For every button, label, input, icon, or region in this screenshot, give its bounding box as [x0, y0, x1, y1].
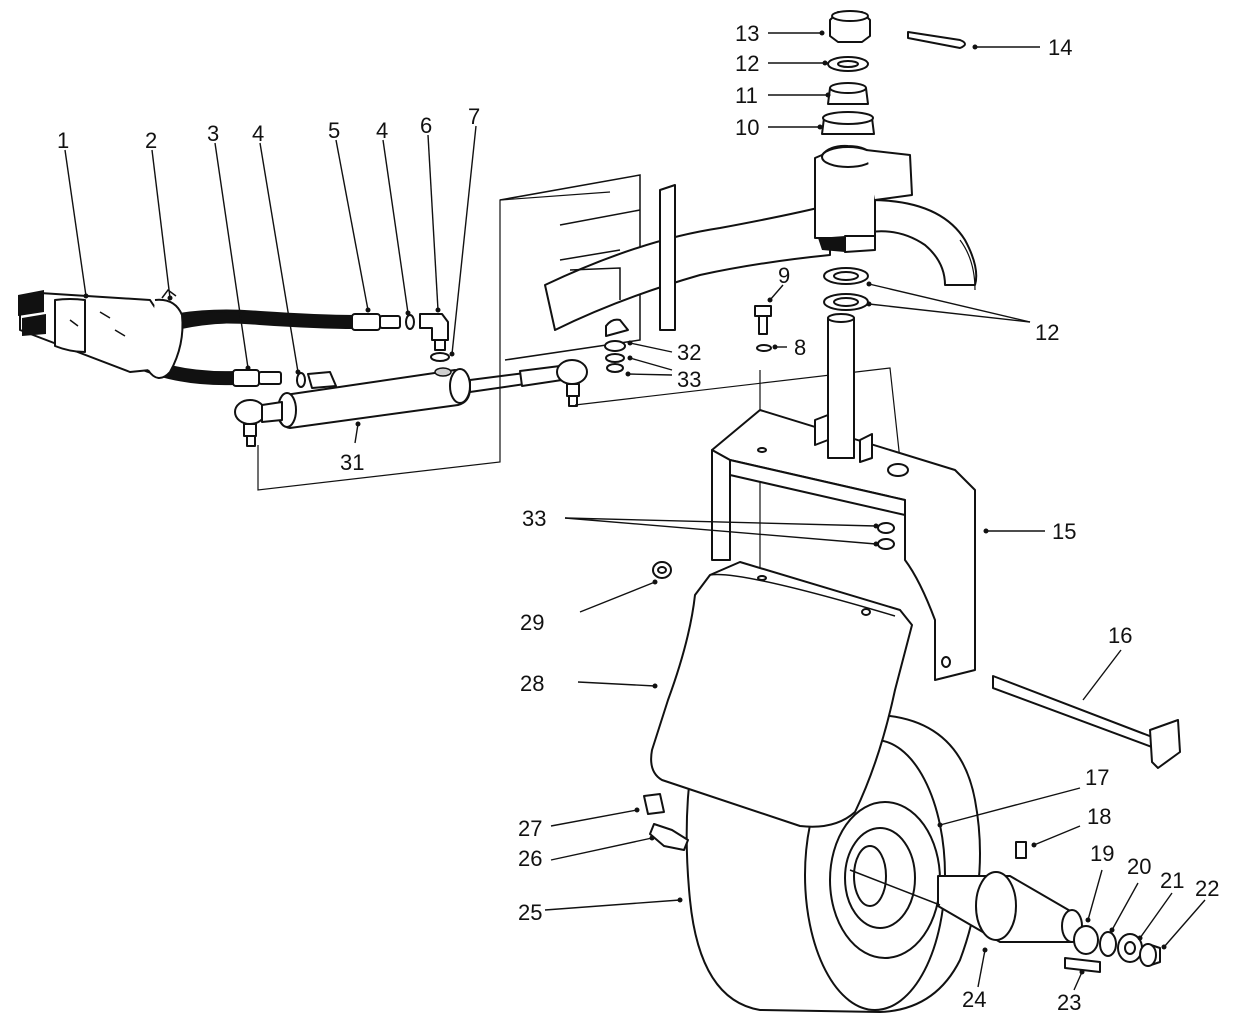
callout-9: 9 [778, 263, 790, 288]
fender-hardware [643, 793, 689, 851]
callout-13: 13 [735, 21, 759, 46]
fender [650, 561, 913, 828]
callout-29: 29 [520, 610, 544, 635]
callout-28: 28 [520, 671, 544, 696]
wheel-hub [849, 841, 1161, 973]
bolt-and-washer [754, 305, 772, 352]
callout-24: 24 [962, 987, 986, 1012]
callout-27: 27 [518, 816, 542, 841]
callout-5: 5 [328, 118, 340, 143]
spacer [652, 561, 672, 579]
callout-12b: 12 [1035, 320, 1059, 345]
callout-1: 1 [57, 128, 69, 153]
callout-10: 10 [735, 115, 759, 140]
callout-20: 20 [1127, 854, 1151, 879]
pivot-stud [604, 318, 629, 373]
steering-cylinder [234, 359, 588, 447]
callout-33a: 33 [677, 367, 701, 392]
callout-18: 18 [1087, 804, 1111, 829]
hose-clamp [147, 288, 184, 379]
callout-14: 14 [1048, 35, 1072, 60]
caster-fork [711, 313, 976, 681]
callout-12a: 12 [735, 51, 759, 76]
callout-4b: 4 [376, 118, 388, 143]
callout-15: 15 [1052, 519, 1076, 544]
frame [499, 174, 978, 361]
callout-2: 2 [145, 128, 157, 153]
callout-21: 21 [1160, 868, 1184, 893]
steering-head-hardware [821, 10, 966, 135]
callout-7: 7 [468, 104, 480, 129]
hose-protector [18, 290, 161, 373]
callout-16: 16 [1108, 623, 1132, 648]
callout-labels: 1 2 3 4 5 4 6 7 13 12 11 10 14 9 8 12 32… [57, 21, 1219, 1015]
callout-4a: 4 [252, 121, 264, 146]
hose-fittings [232, 313, 450, 389]
callout-33b: 33 [522, 506, 546, 531]
leader-lines [64, 30, 1206, 991]
axle-bolt [992, 675, 1181, 769]
callout-19: 19 [1090, 841, 1114, 866]
callout-31: 31 [340, 450, 364, 475]
steering-column [814, 144, 913, 253]
callout-25: 25 [518, 900, 542, 925]
callout-17: 17 [1085, 765, 1109, 790]
lower-washers [823, 267, 869, 311]
callout-3: 3 [207, 121, 219, 146]
callout-23: 23 [1057, 990, 1081, 1015]
callout-6: 6 [420, 113, 432, 138]
callout-26: 26 [518, 846, 542, 871]
callout-22: 22 [1195, 876, 1219, 901]
callout-32: 32 [677, 340, 701, 365]
callout-8: 8 [794, 335, 806, 360]
callout-11: 11 [735, 83, 758, 108]
